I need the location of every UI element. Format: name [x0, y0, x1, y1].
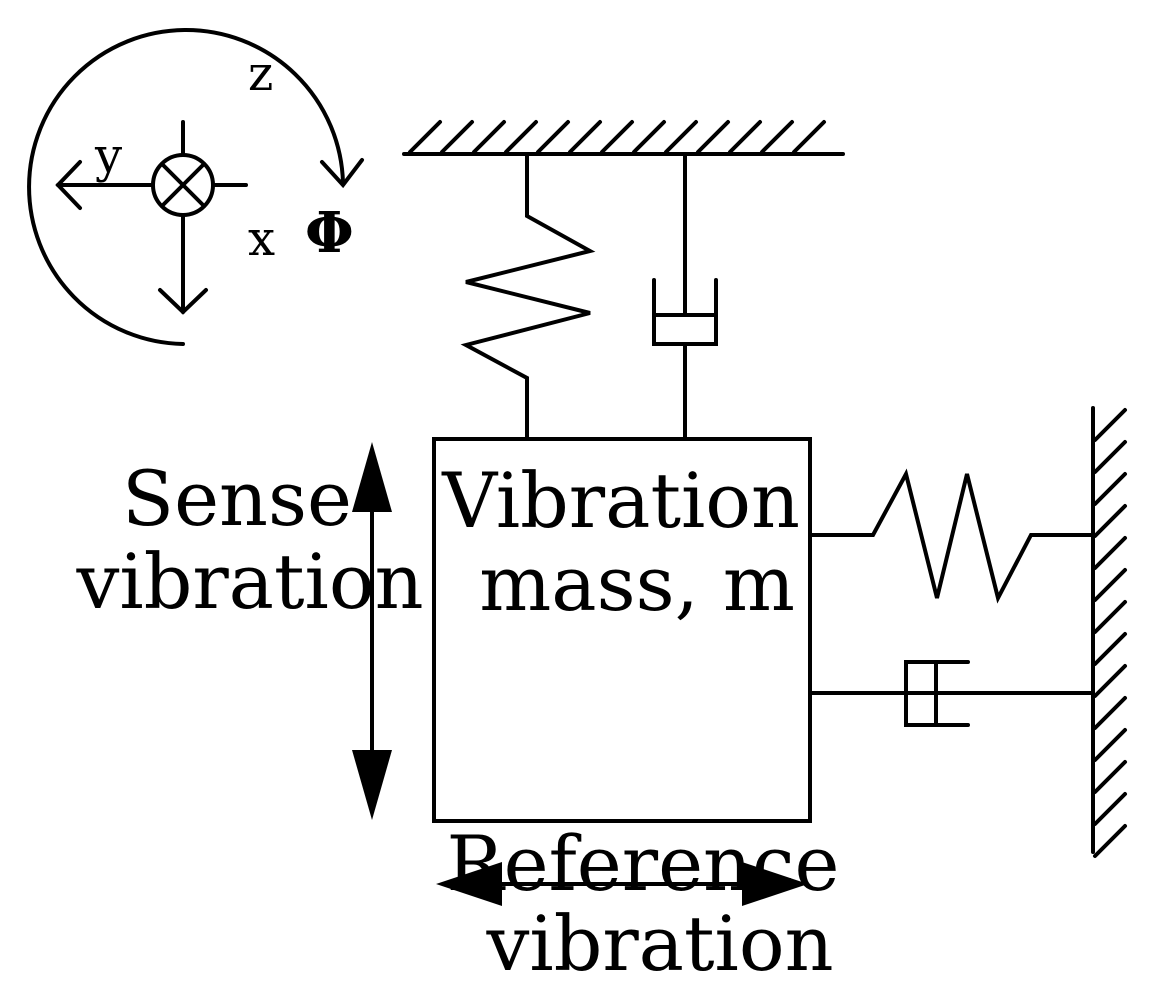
vibration-mass-box — [432, 437, 812, 823]
hatch-mark — [1093, 600, 1127, 634]
hatch-mark — [1093, 568, 1127, 602]
axis-label-z: z — [248, 46, 273, 102]
hatch-mark — [1093, 632, 1127, 666]
y-axis-arrowhead — [55, 160, 82, 210]
hatch-mark — [1093, 696, 1127, 730]
reference-vibration-arrow — [436, 862, 808, 906]
hatch-mark — [664, 120, 698, 154]
hatch-mark — [568, 120, 602, 154]
right-spring — [808, 468, 1095, 604]
right-damper — [808, 660, 1095, 727]
sense-vibration-label-line2: vibration — [75, 537, 423, 626]
rotation-arc — [27, 28, 345, 346]
cross-line-2 — [160, 162, 206, 208]
hatch-mark — [1093, 664, 1127, 698]
hatch-mark — [728, 120, 762, 154]
top-ground-hatch — [408, 120, 826, 154]
mass-label-line1: Vibration — [441, 456, 800, 545]
right-wall-hatch — [1093, 408, 1127, 858]
hatch-mark — [1093, 792, 1127, 826]
axis-label-y: y — [94, 128, 122, 184]
top-ground — [402, 120, 845, 156]
top-damper — [652, 152, 718, 440]
mass-label-line2: mass, m — [479, 539, 795, 628]
hatch-mark — [440, 120, 474, 154]
hatch-mark — [696, 120, 730, 154]
rotation-symbol-phi: Φ — [305, 200, 354, 266]
hatch-mark — [408, 120, 442, 154]
coordinate-system: z y x Φ — [27, 28, 364, 346]
reference-vibration-label-line2: vibration — [485, 899, 833, 988]
axis-label-x: x — [248, 211, 275, 267]
hatch-mark — [760, 120, 794, 154]
right-wall — [1091, 406, 1127, 858]
hatch-mark — [1093, 472, 1127, 506]
hatch-mark — [632, 120, 666, 154]
hatch-mark — [1093, 728, 1127, 762]
hatch-mark — [792, 120, 826, 154]
hatch-mark — [1093, 760, 1127, 794]
sense-arrow-head-down — [352, 750, 392, 820]
hatch-mark — [1093, 824, 1127, 858]
sense-arrow-head-up — [352, 442, 392, 512]
hatch-mark — [600, 120, 634, 154]
hatch-mark — [1093, 440, 1127, 474]
hatch-mark — [472, 120, 506, 154]
hatch-mark — [504, 120, 538, 154]
hatch-mark — [536, 120, 570, 154]
hatch-mark — [1093, 536, 1127, 570]
hatch-mark — [1093, 408, 1127, 442]
reference-arrow-head-left — [436, 862, 502, 906]
down-axis-arrowhead — [158, 288, 208, 315]
reference-vibration-label-line1: Reference — [446, 819, 839, 908]
hatch-mark — [1093, 504, 1127, 538]
sense-vibration-label-line1: Sense — [122, 454, 352, 543]
rotation-arc-arrowhead — [320, 158, 364, 189]
top-spring — [460, 152, 596, 440]
sense-vibration-arrow — [352, 442, 392, 820]
reference-arrow-head-right — [742, 862, 808, 906]
